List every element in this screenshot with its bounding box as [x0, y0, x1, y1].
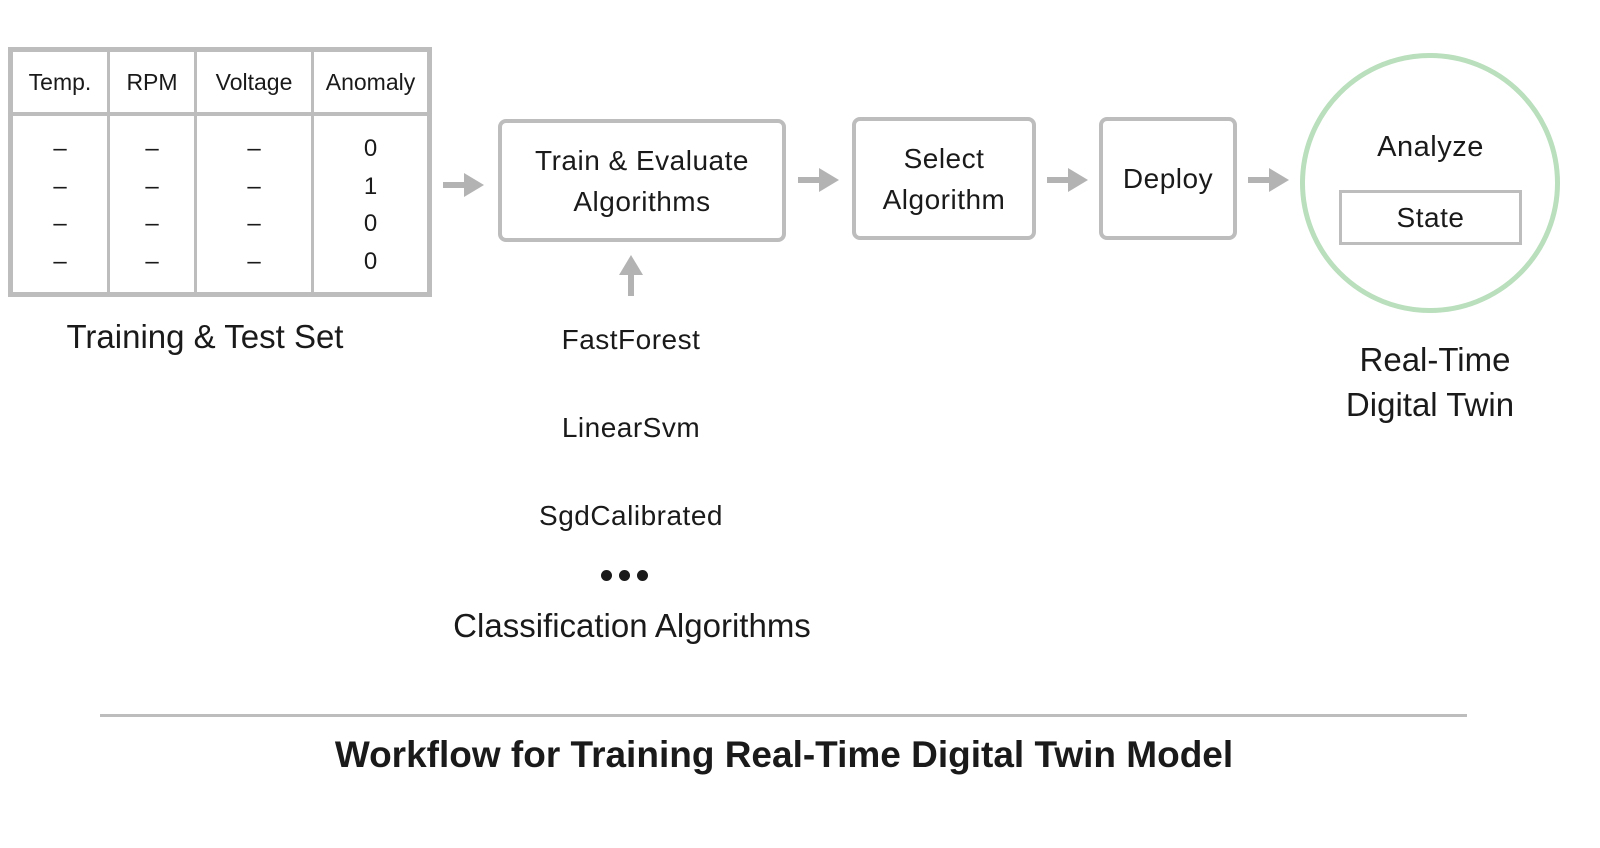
table-cell: –: [247, 210, 261, 237]
table-cell: –: [145, 172, 159, 200]
arrow-deploy-to-twin: [1248, 168, 1289, 192]
column-anomaly-values: 0 1 0 0: [313, 114, 428, 292]
train-evaluate-line1: Train & Evaluate: [535, 144, 749, 176]
twin-caption-line1: Real-Time: [1359, 341, 1511, 378]
table-cell: 0: [363, 210, 378, 237]
deploy-box: Deploy: [1099, 117, 1237, 240]
column-header-voltage: Voltage: [195, 52, 314, 116]
deploy-label: Deploy: [1122, 163, 1214, 194]
classification-algorithms-caption: Classification Algorithms: [453, 607, 811, 644]
algorithm-sgdcalibrated: SgdCalibrated: [491, 485, 771, 547]
ellipsis-dot: [637, 570, 648, 581]
select-algorithm-box: Select Algorithm: [852, 117, 1036, 240]
column-temp-values: – – – –: [13, 114, 110, 292]
table-cell: –: [53, 247, 67, 275]
table-cell: –: [53, 135, 67, 162]
column-header-rpm: RPM: [108, 52, 197, 116]
arrow-table-to-train: [443, 173, 484, 197]
column-voltage-values: – – – –: [195, 114, 314, 292]
train-evaluate-label: Train & Evaluate Algorithms: [535, 140, 749, 222]
training-data-table: Temp. RPM Voltage Anomaly – – – – – – – …: [8, 47, 432, 297]
ellipsis-dot: [601, 570, 612, 581]
arrow-algorithms-to-train: [619, 255, 643, 296]
table-cell: 0: [363, 135, 378, 162]
select-algorithm-line2: Algorithm: [882, 183, 1006, 215]
training-set-caption: Training & Test Set: [66, 318, 344, 355]
arrow-select-to-deploy: [1047, 168, 1088, 192]
table-cell: –: [145, 247, 159, 275]
table-header-row: Temp. RPM Voltage Anomaly: [13, 52, 427, 116]
algorithm-fastforest: FastForest: [491, 309, 771, 371]
table-cell: –: [247, 247, 261, 275]
train-evaluate-box: Train & Evaluate Algorithms: [498, 119, 786, 242]
column-header-anomaly: Anomaly: [312, 52, 427, 116]
digital-twin-circle: [1300, 53, 1560, 313]
more-algorithms-ellipsis: [601, 570, 648, 581]
state-box: State: [1339, 190, 1522, 245]
table-body: – – – – – – – – – – – – 0: [13, 114, 427, 292]
table-cell: –: [247, 172, 261, 200]
table-cell: –: [53, 210, 67, 237]
diagram-title: Workflow for Training Real-Time Digital …: [334, 734, 1234, 775]
ellipsis-dot: [619, 570, 630, 581]
select-algorithm-line1: Select: [903, 142, 985, 174]
table-cell: –: [247, 135, 261, 162]
table-cell: –: [53, 172, 67, 200]
train-evaluate-line2: Algorithms: [573, 185, 711, 217]
table-cell: 0: [363, 247, 378, 275]
column-header-temp: Temp.: [13, 52, 110, 116]
arrow-train-to-select: [798, 168, 839, 192]
select-algorithm-label: Select Algorithm: [883, 138, 1006, 220]
twin-caption-line2: Digital Twin: [1345, 386, 1515, 423]
table-cell: –: [145, 135, 159, 162]
table-cell: 1: [363, 172, 378, 200]
algorithm-linearsvm: LinearSvm: [491, 397, 771, 459]
title-divider: [100, 714, 1467, 717]
table-cell: –: [145, 210, 159, 237]
analyze-tag: Analyze: [1339, 116, 1522, 178]
column-rpm-values: – – – –: [108, 114, 197, 292]
